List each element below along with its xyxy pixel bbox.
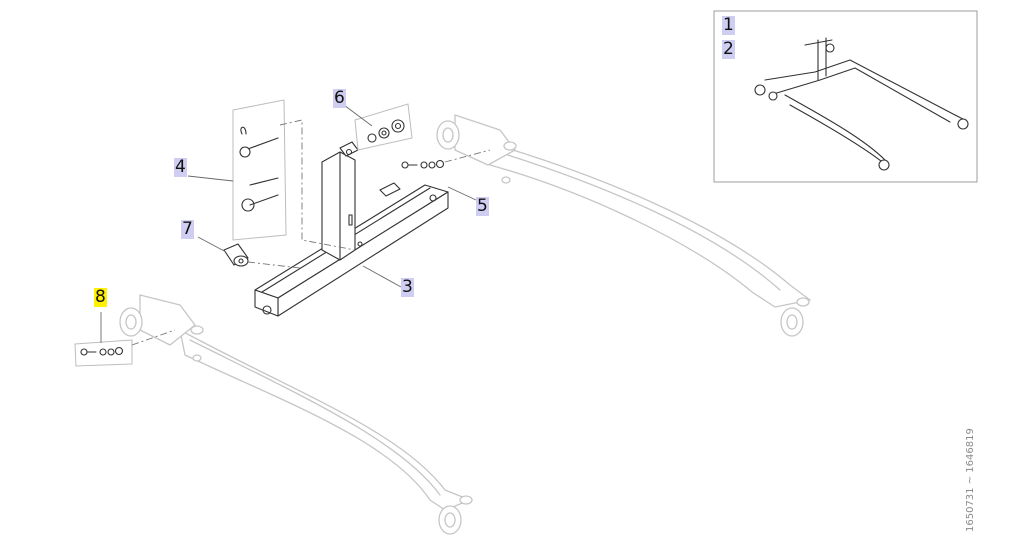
right-leg — [436, 114, 811, 337]
bolt-set-right — [401, 149, 491, 169]
dowel-pin — [379, 182, 401, 197]
callout-8: 8 — [94, 287, 107, 307]
nut-washer-set — [354, 103, 413, 151]
inset-overview — [713, 10, 978, 183]
figure-code: 1650731 ~ 1646819 — [965, 428, 976, 532]
axle-pin-group — [232, 99, 356, 251]
leader-lines — [100, 104, 477, 343]
callout-1: 1 — [722, 15, 735, 35]
callout-2: 2 — [722, 39, 735, 59]
bushing — [223, 243, 301, 269]
callout-4: 4 — [174, 157, 187, 177]
left-leg — [119, 294, 473, 535]
callout-5: 5 — [476, 196, 489, 216]
callout-3: 3 — [401, 277, 414, 297]
bolt-set-left — [74, 329, 176, 367]
callout-6: 6 — [333, 88, 346, 108]
callout-7: 7 — [181, 219, 194, 239]
